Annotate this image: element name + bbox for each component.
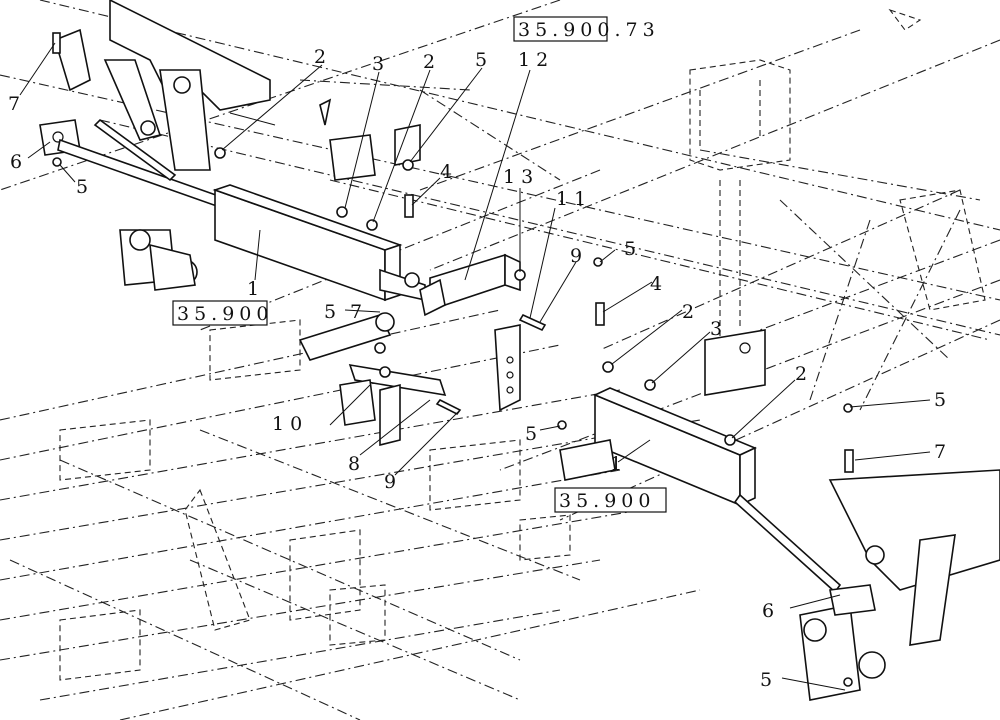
callout-4: 4 — [650, 273, 662, 295]
callout-2: 2 — [795, 363, 807, 385]
callout-7: 7 — [350, 301, 362, 323]
callout-7: 7 — [8, 93, 20, 115]
callout-1: 1 — [610, 453, 622, 475]
reference-box-bottom[interactable]: 35.900 — [554, 487, 667, 513]
callout-3: 3 — [710, 318, 722, 340]
callout-12: 12 — [518, 49, 554, 71]
upper-right-bracket — [319, 98, 421, 181]
callout-5: 5 — [934, 389, 946, 411]
callout-6: 6 — [10, 151, 22, 173]
callout-6: 6 — [762, 600, 774, 622]
callout-13: 13 — [503, 166, 539, 188]
callout-5: 5 — [76, 176, 88, 198]
callout-9: 9 — [384, 471, 396, 493]
callout-2: 2 — [682, 301, 694, 323]
callout-2: 2 — [314, 46, 326, 68]
callout-5: 5 — [760, 669, 772, 691]
leader-lines — [19, 42, 931, 691]
reference-box-top[interactable]: 35.900.73 — [513, 16, 660, 42]
callout-7: 7 — [934, 441, 946, 463]
center-mount-plate — [494, 324, 521, 412]
hydraulic-cylinder-lower — [559, 387, 842, 594]
hydraulic-cylinder-upper — [212, 184, 521, 317]
right-mount-bracket — [704, 329, 766, 396]
lower-right-hinge-bracket — [799, 469, 1000, 701]
callout-4: 4 — [440, 161, 452, 183]
callout-5: 5 — [324, 301, 336, 323]
callout-1: 1 — [247, 278, 259, 300]
callout-5: 5 — [475, 49, 487, 71]
ghost-frame-parts — [59, 8, 986, 681]
pivot-block-left — [119, 229, 198, 291]
callout-8: 8 — [348, 453, 360, 475]
lower-link — [298, 312, 447, 447]
callout-2: 2 — [423, 51, 435, 73]
callout-11: 11 — [556, 188, 592, 210]
callout-9: 9 — [570, 245, 582, 267]
reference-label-top: 35.900.73 — [518, 19, 660, 41]
callout-10: 10 — [272, 413, 308, 435]
pins — [52, 32, 854, 473]
callout-3: 3 — [372, 53, 384, 75]
callout-numbers: 2 3 2 5 12 13 11 4 5 9 4 2 3 2 5 7 5 1 1… — [8, 46, 946, 691]
callout-5: 5 — [525, 423, 537, 445]
reference-box-left[interactable]: 35.900 — [172, 300, 273, 326]
reference-label-left: 35.900 — [177, 303, 273, 325]
upper-left-hinge-bracket — [39, 0, 271, 171]
reference-label-bottom: 35.900 — [559, 490, 655, 512]
callout-5: 5 — [624, 238, 636, 260]
